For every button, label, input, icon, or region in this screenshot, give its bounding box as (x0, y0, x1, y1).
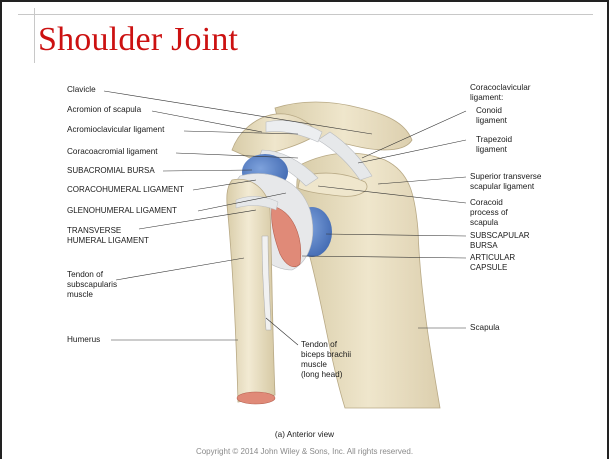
label-transverse-1: TRANSVERSE (67, 226, 121, 236)
copyright-notice: Copyright © 2014 John Wiley & Sons, Inc.… (0, 447, 609, 456)
label-tendon-subscapularis-1: Tendon of (67, 270, 103, 280)
leader-subacromial-bursa (163, 170, 252, 171)
label-conoid-2: ligament (476, 116, 507, 126)
label-biceps-4: (long head) (301, 370, 342, 380)
label-articular-1: ARTICULAR (470, 253, 515, 263)
figure-caption: (a) Anterior view (0, 430, 609, 439)
label-trapezoid-1: Trapezoid (476, 135, 512, 145)
label-humerus: Humerus (67, 335, 100, 345)
label-articular-2: CAPSULE (470, 263, 507, 273)
label-coracoid-1: Coracoid (470, 198, 503, 208)
label-transverse-2: HUMERAL LIGAMENT (67, 236, 149, 246)
label-superior-transverse-1: Superior transverse (470, 172, 541, 182)
leader-tendon-subscapularis (116, 258, 244, 280)
label-subscapular-2: BURSA (470, 241, 498, 251)
label-coracoacromial: Coracoacromial ligament (67, 147, 158, 157)
label-conoid-1: Conoid (476, 106, 502, 116)
label-tendon-subscapularis-3: muscle (67, 290, 93, 300)
humerus-cut-end (237, 392, 275, 404)
label-subscapular-1: SUBSCAPULAR (470, 231, 530, 241)
label-biceps-1: Tendon of (301, 340, 337, 350)
label-acromion: Acromion of scapula (67, 105, 141, 115)
label-biceps-3: muscle (301, 360, 327, 370)
label-biceps-2: biceps brachii (301, 350, 351, 360)
leader-acromion (152, 111, 262, 132)
label-subacromial-bursa: SUBACROMIAL BURSA (67, 166, 155, 176)
label-coracoid-2: process of (470, 208, 508, 218)
label-glenohumeral: GLENOHUMERAL LIGAMENT (67, 206, 177, 216)
label-coracohumeral: CORACOHUMERAL LIGAMENT (67, 185, 184, 195)
label-clavicle: Clavicle (67, 85, 96, 95)
label-trapezoid-2: ligament (476, 145, 507, 155)
label-coracoclavicular-1: Coracoclavicular (470, 83, 531, 93)
label-acromioclavicular: Acromioclavicular ligament (67, 125, 164, 135)
label-scapula: Scapula (470, 323, 500, 333)
label-coracoid-3: scapula (470, 218, 498, 228)
label-superior-transverse-2: scapular ligament (470, 182, 534, 192)
label-tendon-subscapularis-2: subscapularis (67, 280, 117, 290)
label-coracoclavicular-2: ligament: (470, 93, 503, 103)
